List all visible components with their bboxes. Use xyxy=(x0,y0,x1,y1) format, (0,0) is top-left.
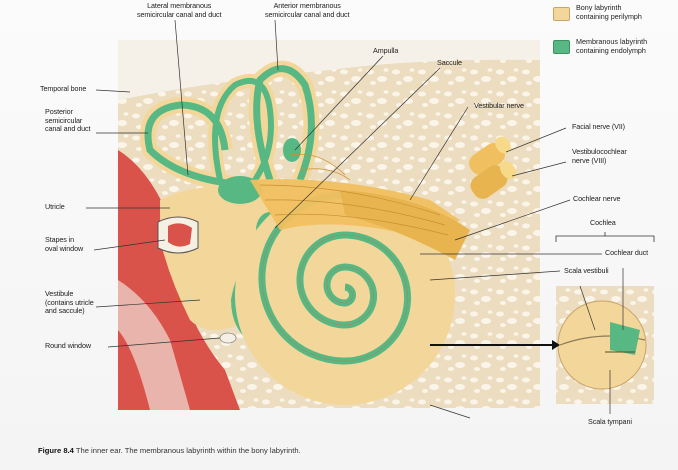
label-vestibule: Vestibule (contains utricle and saccule) xyxy=(45,289,94,316)
figure-number: Figure 8.4 xyxy=(38,446,74,455)
label-cochlea: Cochlea xyxy=(590,218,616,227)
label-anterior-canal: Anterior membranous semicircular canal a… xyxy=(265,1,350,19)
label-vestibulocochlear-nerve: Vestibulocochlear nerve (VIII) xyxy=(572,147,627,165)
inset-arrow-head xyxy=(552,340,560,350)
legend-swatch-endolymph xyxy=(553,40,570,54)
leader-lines xyxy=(86,19,624,419)
middle-ear-membrane xyxy=(118,280,190,410)
label-cochlear-duct: Cochlear duct xyxy=(605,248,649,257)
cochlea-bony xyxy=(235,185,455,405)
legend-swatch-perilymph xyxy=(553,7,570,21)
bone-upper-surface xyxy=(118,40,540,100)
label-utricle: Utricle xyxy=(45,202,65,211)
label-ampulla: Ampulla xyxy=(373,46,399,55)
utricle-sac xyxy=(218,176,262,204)
nerve-fiber-lines xyxy=(259,153,449,236)
cochlea-spiral-outline xyxy=(261,194,408,362)
label-posterior-canal: Posterior semicircular canal and duct xyxy=(45,107,91,134)
label-scala-vestibuli: Scala vestibuli xyxy=(564,266,609,275)
label-temporal-bone: Temporal bone xyxy=(40,84,87,93)
round-window xyxy=(219,332,237,344)
legend-text-perilymph: Bony labyrinth containing perilymph xyxy=(576,3,642,21)
label-scala-tympani: Scala tympani xyxy=(588,417,632,426)
label-saccule: Saccule xyxy=(437,58,462,67)
caption-text: The inner ear. The membranous labyrinth … xyxy=(75,446,301,455)
ampulla xyxy=(283,138,301,162)
label-round-window: Round window xyxy=(45,341,91,350)
figure-caption: Figure 8.4 The inner ear. The membranous… xyxy=(38,446,301,455)
lateral-canal-duct xyxy=(212,77,274,182)
label-facial-nerve: Facial nerve (VII) xyxy=(572,122,625,131)
posterior-canal-duct xyxy=(144,101,246,189)
label-lateral-canal: Lateral membranous semicircular canal an… xyxy=(137,1,222,19)
label-cochlear-nerve: Cochlear nerve xyxy=(573,194,621,203)
label-vestibular-nerve: Vestibular nerve xyxy=(474,101,524,110)
label-stapes: Stapes in oval window xyxy=(45,235,84,253)
cochlea-cross-section xyxy=(556,286,654,404)
cochlea-bracket xyxy=(555,232,655,242)
cut-nerves xyxy=(469,136,517,199)
legend-text-endolymph: Membranous labyrinth containing endolymp… xyxy=(576,37,648,55)
stapes xyxy=(157,216,199,254)
